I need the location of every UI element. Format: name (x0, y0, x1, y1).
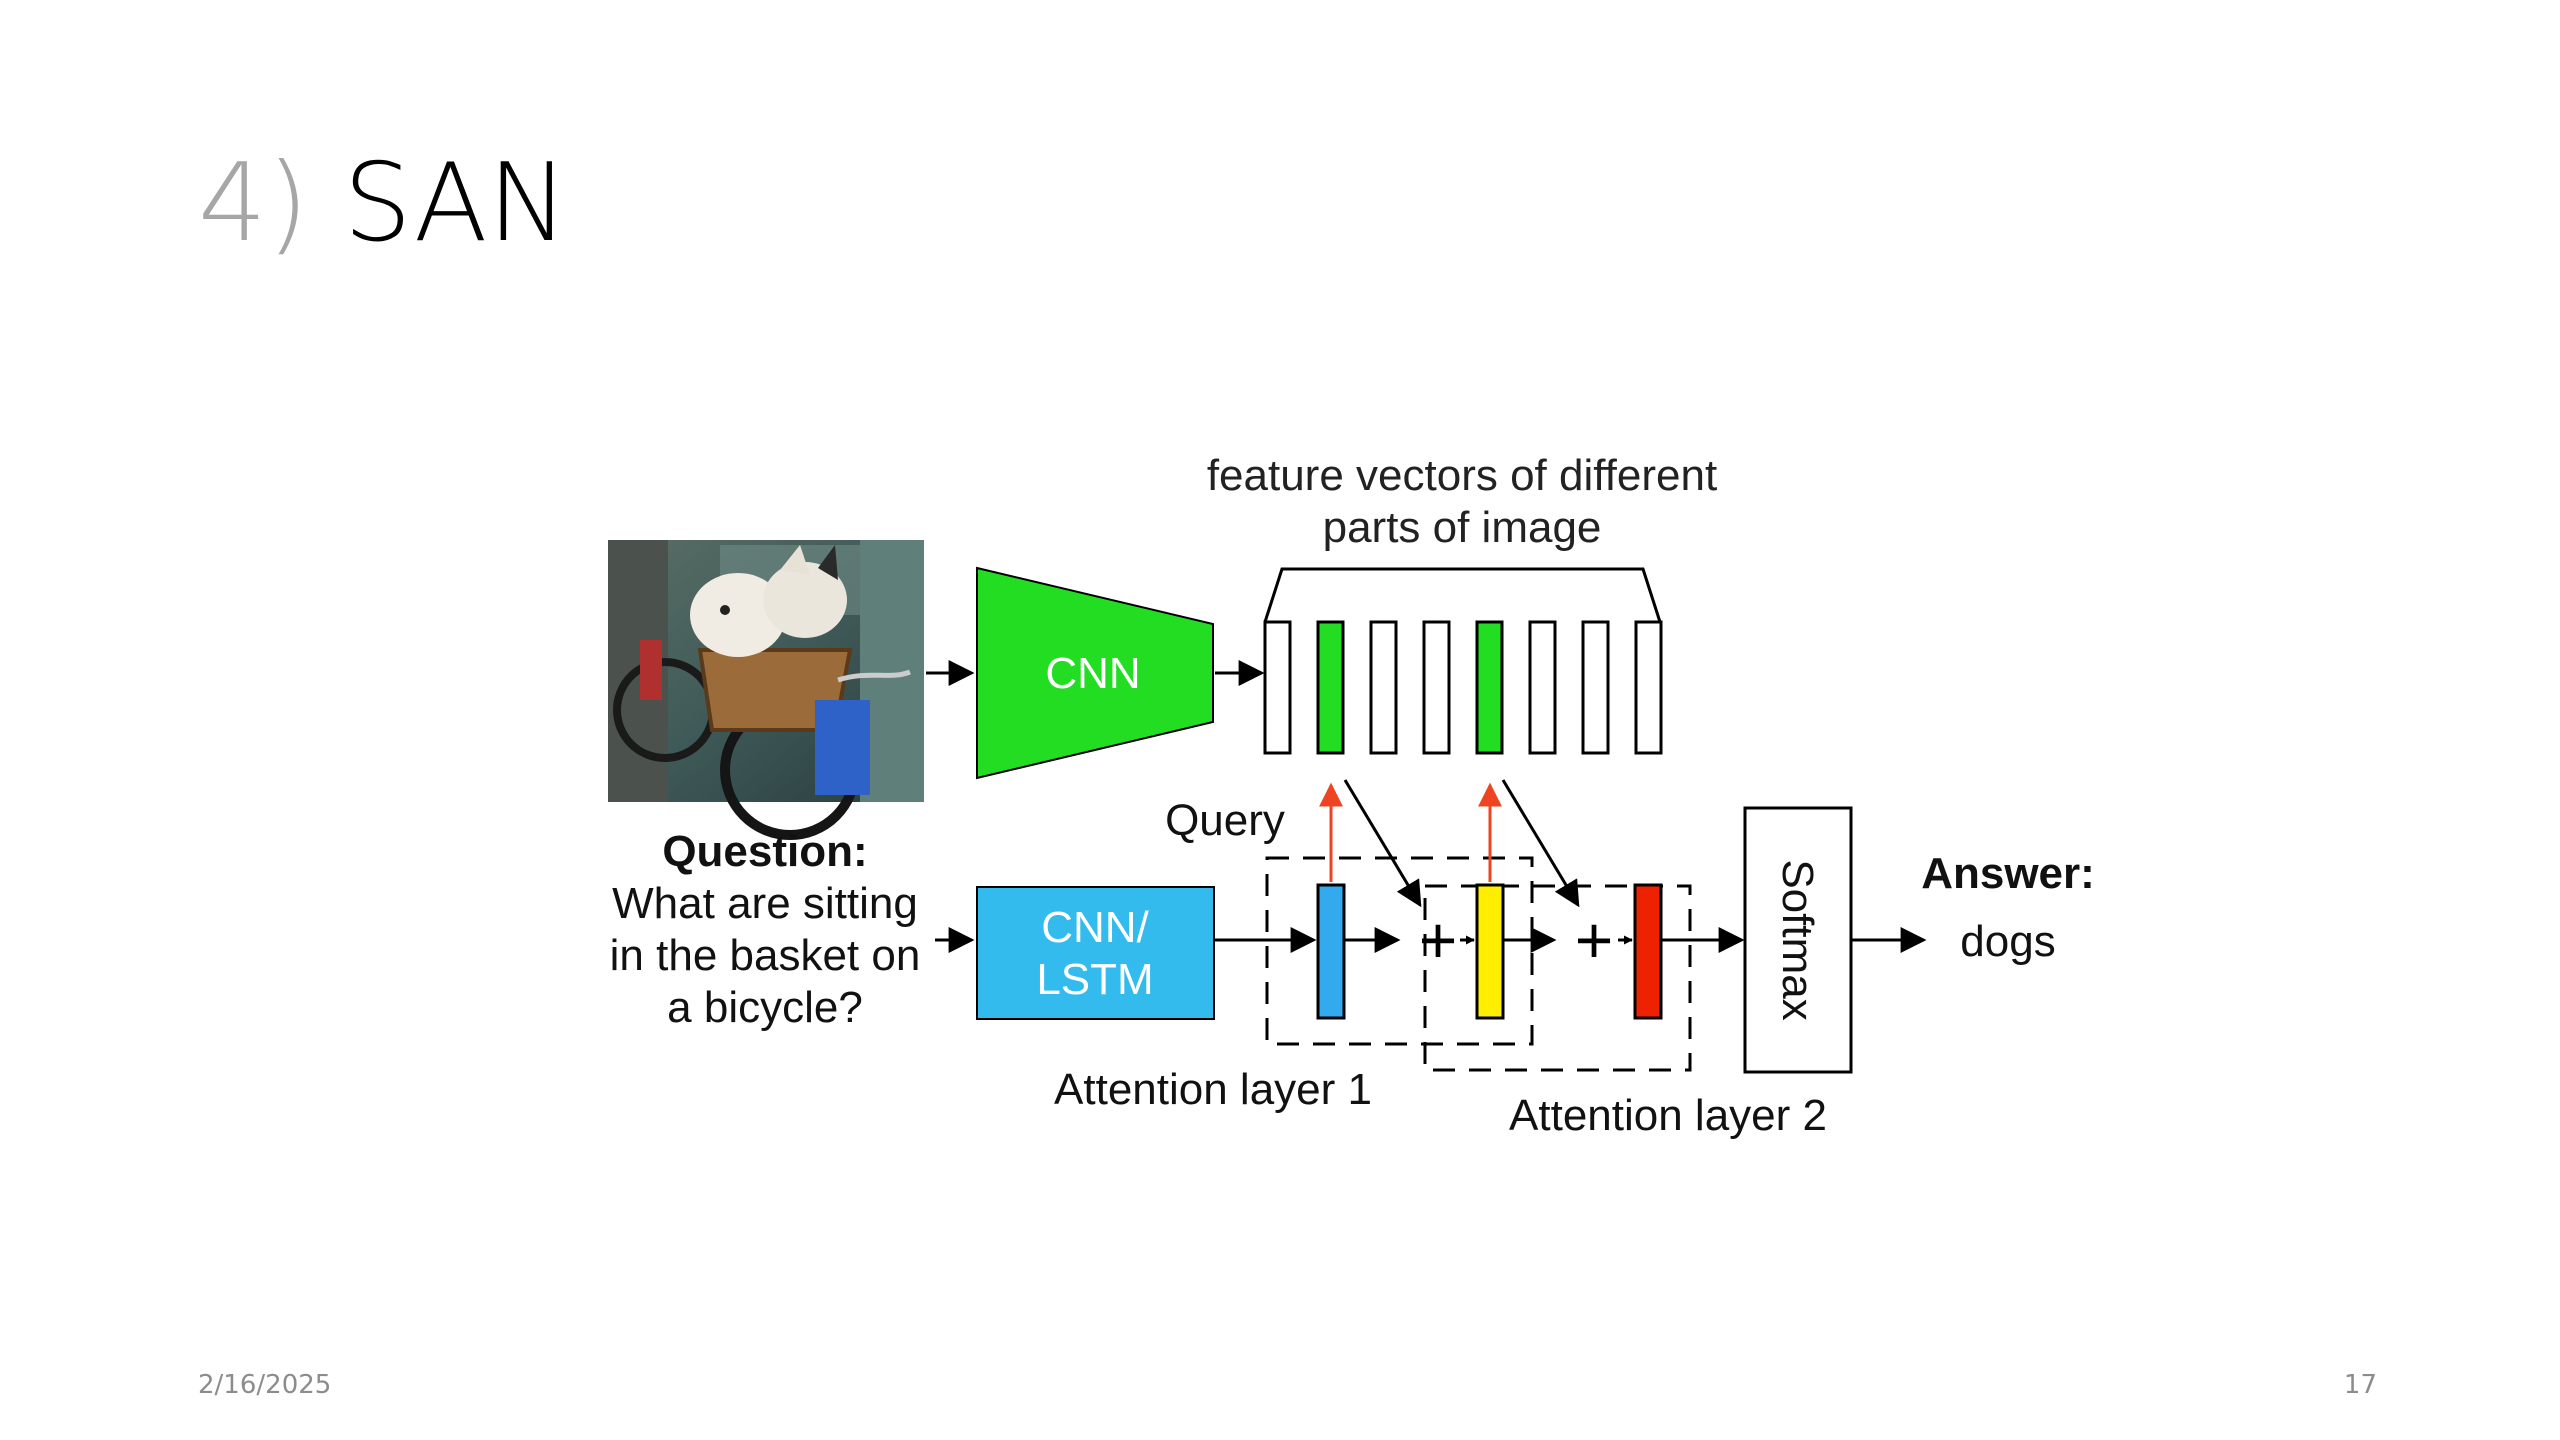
cnn-lstm-label-line2: LSTM (1036, 955, 1153, 1004)
question-line2: in the basket on (610, 931, 921, 980)
cnn-lstm-label-line1: CNN/ (1041, 903, 1149, 952)
plus-symbol-2: + (1575, 903, 1614, 977)
slide-page-number: 17 (2343, 1370, 2377, 1400)
slide-title: 4) SAN (198, 150, 568, 258)
layer-2-output-vector (1633, 883, 1663, 1020)
feature-vector (1369, 620, 1398, 755)
feature-vector (1263, 620, 1292, 755)
slide-title-number: 4) (198, 141, 309, 266)
feature-vector (1634, 620, 1663, 755)
feature-caption-line2: parts of image (1323, 503, 1602, 552)
feature-bracket (1263, 567, 1662, 623)
cnn-label: CNN (1045, 649, 1140, 698)
feature-vectors (1263, 620, 1663, 755)
attention-layer-1-label: Attention layer 1 (1054, 1065, 1372, 1114)
slide-date: 2/16/2025 (198, 1370, 332, 1400)
attention-layer-1-box (1265, 856, 1534, 1046)
feature-vector (1581, 620, 1610, 755)
feature-caption-line1: feature vectors of different (1207, 451, 1717, 500)
input-image (608, 540, 924, 840)
layer-1-output-vector (1475, 883, 1505, 1020)
softmax-block (1743, 806, 1853, 1074)
query-label: Query (1165, 796, 1285, 845)
question-line3: a bicycle? (667, 983, 863, 1032)
answer-value: dogs (1960, 917, 2055, 966)
question-line1: What are sitting (612, 879, 918, 928)
feature-vector (1528, 620, 1557, 755)
slide-title-text: SAN (343, 141, 569, 266)
feature-vector-highlighted (1316, 620, 1345, 755)
attention-layer-2-box (1423, 884, 1692, 1072)
plus-symbol-1: + (1419, 903, 1458, 977)
cnn-block (976, 566, 1214, 780)
softmax-label: Softmax (1773, 859, 1822, 1020)
question-heading: Question: (662, 827, 867, 876)
feature-vector-highlighted (1475, 620, 1504, 755)
answer-heading: Answer: (1921, 849, 2095, 898)
attention-layer-2-label: Attention layer 2 (1509, 1091, 1827, 1140)
feature-vector (1422, 620, 1451, 755)
cnn-lstm-block (976, 886, 1215, 1020)
query-vector (1316, 883, 1346, 1020)
